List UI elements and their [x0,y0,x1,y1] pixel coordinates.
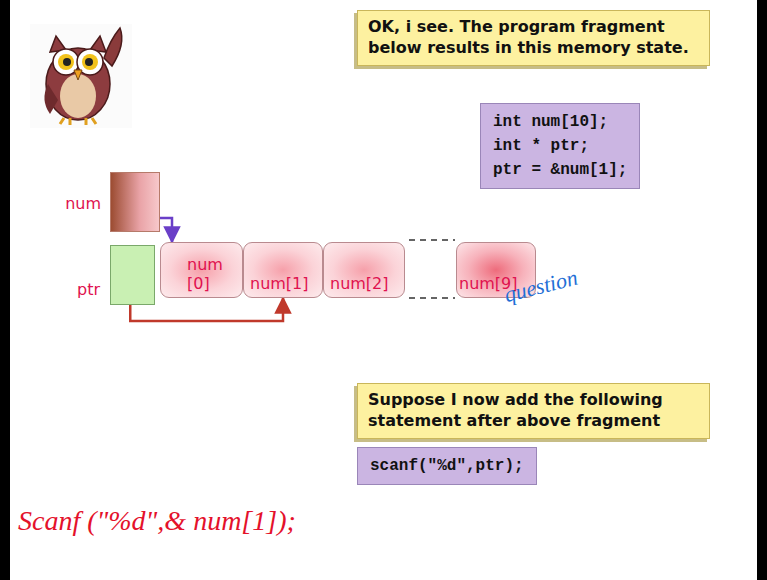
array-cell: num[2] [323,242,405,298]
pointer-arrow [160,218,172,242]
node-text: Suppose I now add the following statemen… [368,390,699,432]
handwritten-code: Scanf ("%d",& num[1]); [18,505,296,537]
node-label: num [0] [187,256,223,293]
owl-icon [30,24,132,128]
code-box: int num[10];int * ptr;ptr = &num[1]; [480,103,640,189]
slide-border [757,0,767,580]
array-cell: num[1] [243,242,323,298]
node-label: num[2] [330,275,389,293]
node-text: int * ptr; [493,134,627,158]
array-name-box: num [110,172,160,232]
array-cell: num [0] [160,242,243,298]
node-text: scanf("%d",ptr); [370,454,524,478]
node-label: ptr [77,281,100,299]
code-box: scanf("%d",ptr); [357,447,537,485]
node-label: num [65,195,101,213]
node-text: ptr = &num[1]; [493,158,627,182]
pointer-box: ptr [110,245,155,305]
speech-note: Suppose I now add the following statemen… [357,383,710,439]
node-label: num[1] [250,275,309,293]
speech-note: OK, i see. The program fragment below re… [357,10,710,66]
ellipsis-dashes [409,240,455,298]
node-text: OK, i see. The program fragment below re… [368,17,699,59]
node-text: int num[10]; [493,110,627,134]
slide-border [0,0,10,580]
